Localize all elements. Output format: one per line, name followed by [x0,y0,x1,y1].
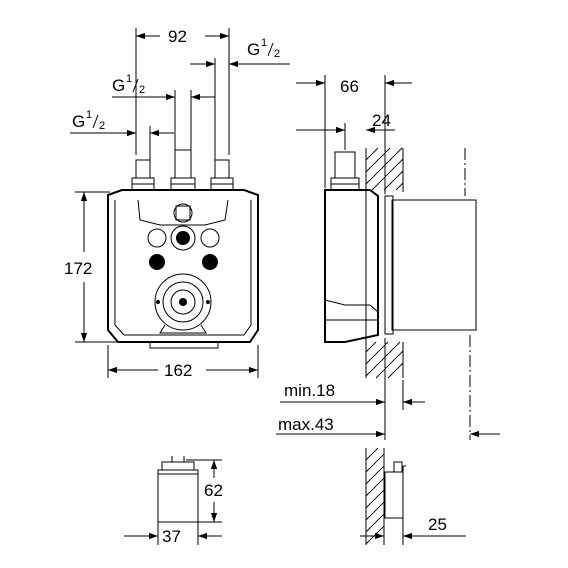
dim-62: 62 [204,481,223,500]
svg-text:2: 2 [274,48,280,60]
front-view [107,149,259,349]
dim-62-lines [186,459,222,523]
dim-25-lines [360,532,466,545]
dim-172-lines [75,191,118,343]
small-box-front [157,456,199,523]
dim-min18-lines [280,338,425,440]
svg-text:G: G [72,112,85,131]
thread-label-middle: G 1 2 [112,73,145,96]
pipe-stub-left [131,159,155,191]
dim-25: 25 [428,515,447,534]
thread-label-top: G 1 2 [247,37,280,60]
dim-172: 172 [64,259,92,278]
dim-162-lines [107,345,259,378]
svg-text:1: 1 [261,37,267,49]
dim-66-lines [296,75,412,194]
pipe-stub-right [210,159,234,191]
dim-37: 37 [162,527,181,546]
dim-162: 162 [164,361,192,380]
wall-hatch [365,147,404,379]
svg-text:2: 2 [99,120,105,132]
dim-37-lines [124,522,222,545]
svg-text:G: G [112,76,125,95]
dim-66: 66 [340,77,359,96]
side-view [324,147,477,440]
dim-92: 92 [168,27,187,46]
thread-label-lower: G 1 2 [72,109,105,132]
dim-min18: min.18 [284,381,335,400]
svg-text:2: 2 [139,84,145,96]
pipe-stub-center [170,149,196,191]
svg-text:1: 1 [126,73,132,85]
dim-24-lines [296,123,395,150]
dim-24: 24 [372,111,391,130]
thread-dimension-lines [70,28,290,160]
small-side-view [365,447,406,545]
dim-max43: max.43 [278,415,334,434]
svg-text:G: G [247,40,260,59]
svg-text:1: 1 [86,109,92,121]
